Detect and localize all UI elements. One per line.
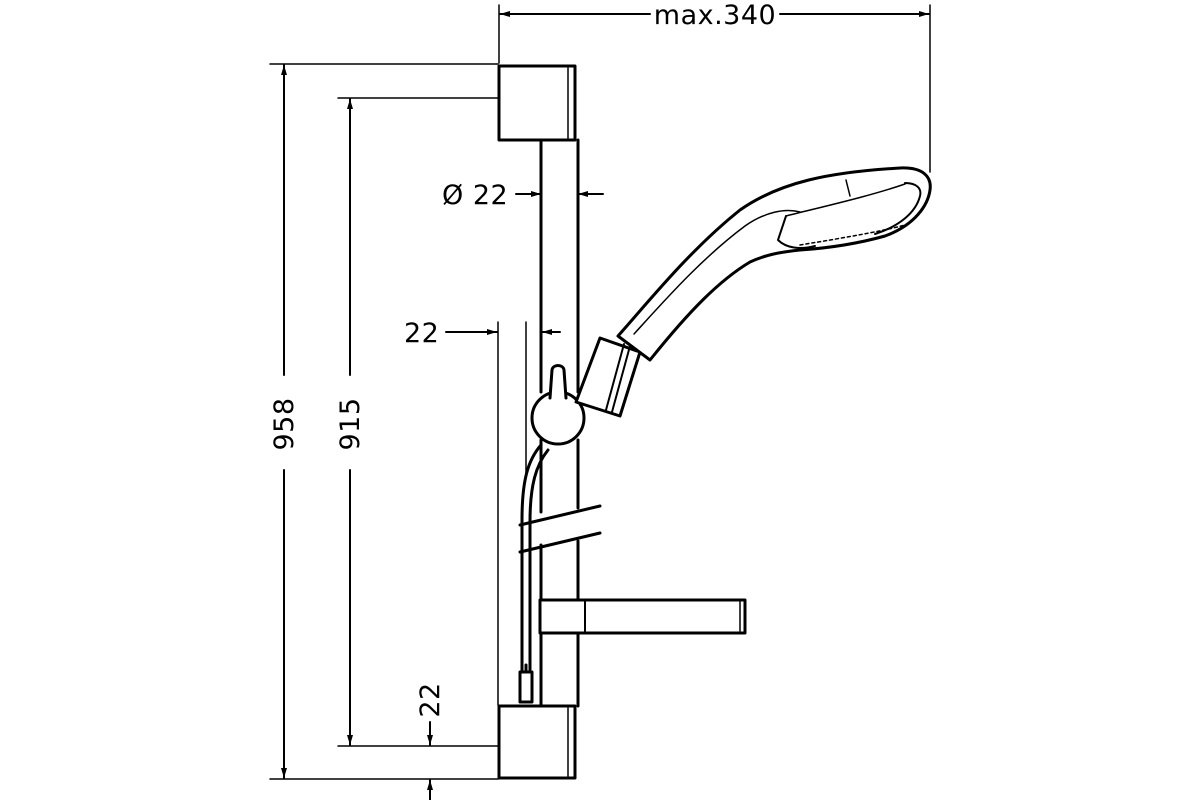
dimension-rail-height [337, 97, 499, 747]
hand-shower [616, 166, 932, 362]
dimension-wall-offset [445, 321, 561, 706]
label-max-reach: max.340 [654, 0, 776, 31]
label-bottom-offset: 22 [415, 682, 446, 717]
dimension-max-reach [498, 4, 931, 173]
shower-holder [574, 336, 642, 418]
bottom-wall-bracket [497, 704, 577, 780]
dimension-total-height [269, 63, 499, 780]
slide-rail [539, 138, 580, 708]
slider-knob [530, 364, 586, 446]
label-wall-offset: 22 [404, 318, 439, 349]
rail-break-marks [518, 504, 602, 554]
shower-hose [518, 443, 550, 704]
label-total-height: 958 [269, 397, 300, 450]
label-rail-height: 915 [335, 397, 366, 450]
top-wall-bracket [497, 64, 577, 142]
label-rail-diameter: Ø 22 [442, 180, 508, 211]
soap-dish [538, 598, 747, 635]
